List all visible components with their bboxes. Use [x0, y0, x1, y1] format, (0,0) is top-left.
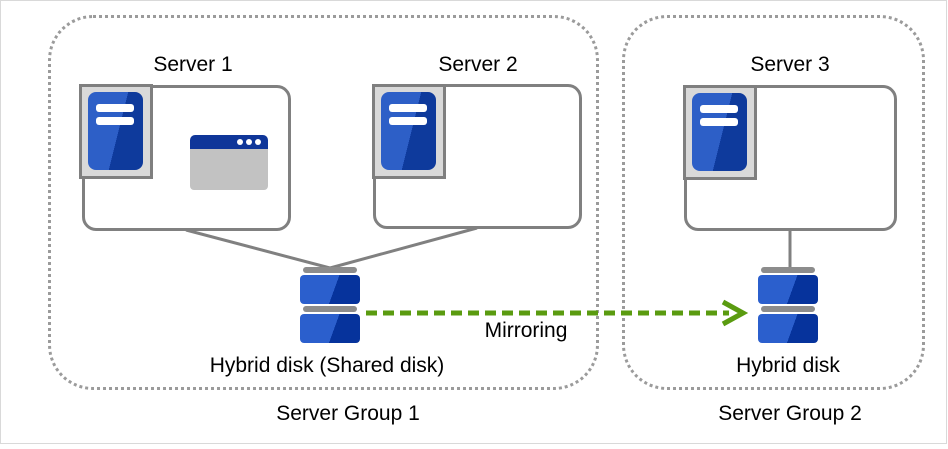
shared-disk-label: Hybrid disk (Shared disk)	[209, 354, 445, 377]
disk-platter-icon	[300, 314, 360, 343]
server-3-label: Server 3	[750, 53, 830, 76]
server-3-icon	[683, 85, 757, 180]
disk-cap-icon	[761, 306, 815, 312]
server-1-label: Server 1	[153, 53, 233, 76]
server-group-2	[622, 15, 925, 390]
window-button-icon	[246, 139, 252, 145]
mirror-disk-label: Hybrid disk	[736, 354, 840, 377]
window-button-icon	[255, 139, 261, 145]
window-titlebar-icon	[190, 135, 268, 149]
server-tower-icon	[381, 92, 436, 170]
tower-slot-icon	[96, 104, 134, 112]
server-1-icon	[79, 84, 153, 179]
server-2-label: Server 2	[438, 53, 518, 76]
shared-disk-icon	[300, 267, 360, 345]
disk-platter-icon	[300, 275, 360, 304]
server-group-2-label: Server Group 2	[718, 402, 862, 425]
mirroring-arrowhead-icon	[721, 299, 749, 327]
disk-cap-icon	[761, 267, 815, 273]
server-tower-icon	[692, 93, 747, 171]
server-group-1-label: Server Group 1	[276, 402, 420, 425]
disk-platter-icon	[758, 314, 818, 343]
connector-server1-shared-disk	[185, 228, 331, 270]
tower-slot-icon	[700, 118, 738, 126]
tower-slot-icon	[389, 104, 427, 112]
server-2-icon	[372, 84, 446, 179]
mirroring-label: Mirroring	[484, 319, 568, 342]
tower-slot-icon	[389, 117, 427, 125]
disk-platter-icon	[758, 275, 818, 304]
disk-cap-icon	[303, 267, 357, 273]
connector-server2-shared-disk	[329, 226, 478, 270]
window-body-icon	[190, 149, 268, 190]
server-tower-icon	[88, 92, 143, 170]
mirror-disk-icon	[758, 267, 818, 345]
server-group-1	[48, 15, 599, 390]
tower-slot-icon	[700, 105, 738, 113]
application-window-icon	[190, 135, 268, 190]
disk-cap-icon	[303, 306, 357, 312]
window-button-icon	[237, 139, 243, 145]
tower-slot-icon	[96, 117, 134, 125]
